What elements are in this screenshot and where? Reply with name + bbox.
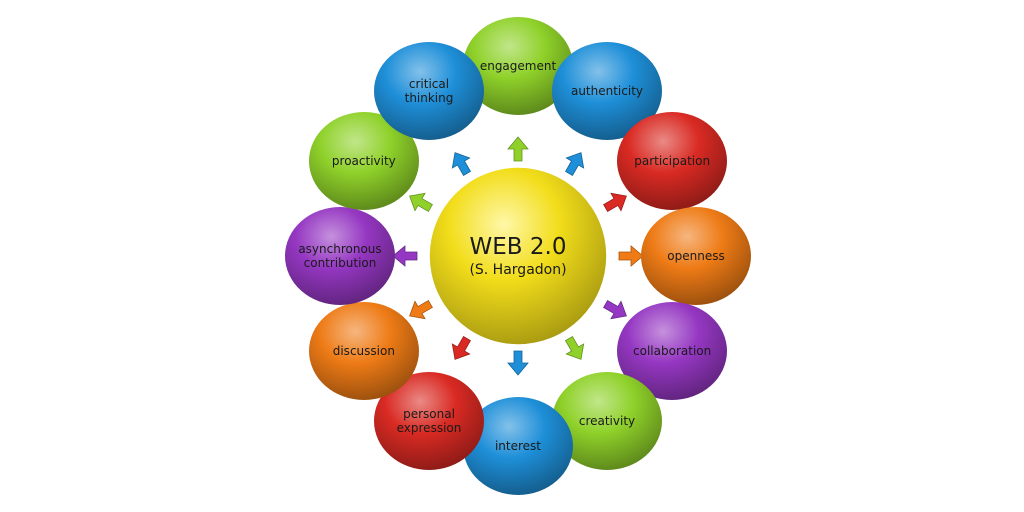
arrow-icon	[408, 193, 433, 213]
arrow-to-openness	[618, 245, 645, 267]
arrow-icon	[564, 152, 584, 177]
node-label: personal expression	[396, 406, 462, 435]
node-interest: interest	[462, 396, 574, 496]
center-node: WEB 2.0 (S. Hargadon)	[428, 166, 608, 346]
node-circle	[463, 397, 573, 496]
node-label: authenticity	[570, 84, 644, 99]
node-authenticity: authenticity	[551, 41, 663, 141]
node-proactivity: proactivity	[308, 111, 420, 211]
node-openness: openness	[640, 206, 752, 306]
center-circle	[429, 167, 607, 345]
node-label: proactivity	[331, 153, 396, 168]
arrow-to-personal-expression	[445, 332, 477, 366]
arrow-to-participation	[599, 186, 633, 218]
arrow-icon	[452, 152, 472, 177]
arrow-to-creativity	[559, 332, 591, 366]
arrow-to-critical-thinking	[445, 146, 477, 180]
arrow-to-interest	[507, 350, 529, 376]
arrow-to-discussion	[403, 294, 437, 326]
node-label: openness	[667, 249, 725, 263]
node-critical-thinking: critical thinking	[373, 41, 485, 141]
node-participation: participation	[616, 111, 728, 211]
node-circle	[308, 111, 419, 210]
node-label: critical thinking	[404, 77, 454, 106]
node-circle	[374, 371, 484, 470]
node-label: collaboration	[633, 344, 712, 359]
node-circle	[308, 302, 419, 401]
arrow-to-asynchronous-contribution	[391, 245, 418, 267]
node-circle	[463, 16, 573, 115]
node-label: creativity	[578, 413, 636, 428]
center-subtitle: (S. Hargadon)	[469, 262, 567, 278]
node-label: discussion	[332, 344, 395, 359]
node-circle	[285, 207, 395, 305]
arrow-to-authenticity	[559, 146, 591, 180]
arrow-icon	[391, 245, 417, 267]
arrow-icon	[507, 350, 529, 376]
arrow-icon	[603, 193, 628, 213]
node-personal-expression: personal expression	[373, 371, 485, 471]
node-circle	[552, 371, 662, 470]
node-circle	[617, 302, 728, 401]
arrow-to-collaboration	[599, 294, 633, 326]
arrow-to-engagement	[507, 136, 529, 162]
node-circle	[617, 111, 728, 210]
node-engagement: engagement	[462, 16, 574, 116]
node-collaboration: collaboration	[616, 301, 728, 401]
node-asynchronous-contribution: asynchronous contribution	[284, 206, 396, 306]
node-creativity: creativity	[551, 371, 663, 471]
node-circle	[641, 207, 751, 305]
center-title: WEB 2.0	[469, 234, 567, 260]
node-circle	[552, 42, 662, 141]
node-circle	[374, 42, 484, 141]
arrow-icon	[408, 299, 433, 319]
arrow-icon	[564, 335, 584, 360]
node-label: participation	[634, 153, 711, 168]
arrow-to-proactivity	[403, 186, 437, 218]
node-discussion: discussion	[308, 301, 420, 401]
node-label: interest	[494, 439, 542, 454]
arrow-icon	[618, 245, 645, 267]
arrow-icon	[452, 335, 472, 360]
arrow-icon	[603, 299, 628, 319]
node-label: asynchronous contribution	[298, 242, 382, 270]
arrow-icon	[507, 136, 529, 162]
node-label: engagement	[479, 58, 557, 73]
